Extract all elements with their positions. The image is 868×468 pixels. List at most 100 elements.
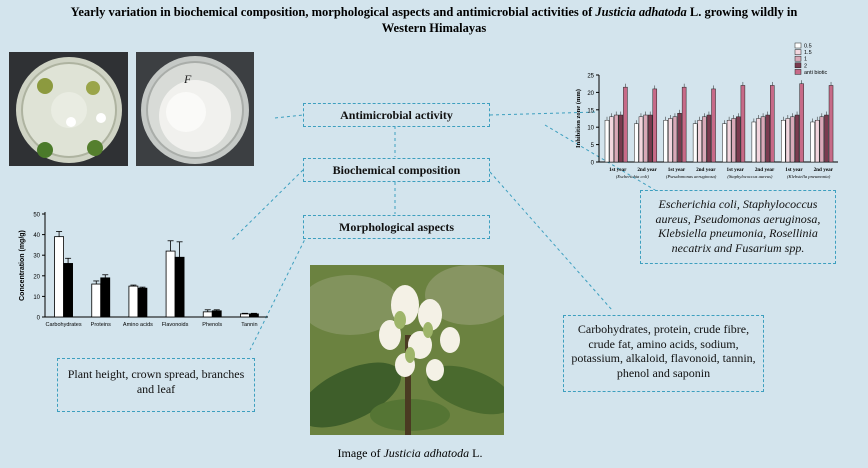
page-title: Yearly variation in biochemical composit… xyxy=(0,4,868,36)
title-line2: Western Himalayas xyxy=(381,21,487,35)
y-tick-label: 5 xyxy=(591,143,595,149)
bar xyxy=(618,114,624,163)
y-tick-label: 0 xyxy=(37,316,41,322)
bar xyxy=(613,114,619,163)
legend-label: 2 xyxy=(804,63,807,69)
bar xyxy=(668,118,673,163)
y-tick-label: 10 xyxy=(587,126,594,132)
organism-label: (Staphylococcus aureus) xyxy=(727,174,773,179)
bar xyxy=(652,88,658,163)
caption-species: Justicia adhatoda xyxy=(383,446,470,460)
caption-suffix: L. xyxy=(469,446,483,460)
legend-swatch xyxy=(794,49,802,55)
organism-label: (Escherichia coli) xyxy=(616,174,650,179)
x-tick-label: 2nd year xyxy=(755,167,775,173)
petri-dish-photo-bacterial xyxy=(9,52,128,166)
bar xyxy=(609,116,614,163)
organism-label: (Klebsiella pneumonia) xyxy=(787,174,831,179)
x-tick-label: Tannin xyxy=(241,322,257,328)
y-axis-label: Concentration (mg/g) xyxy=(19,230,26,301)
title-line1: Yearly variation in biochemical composit… xyxy=(70,5,593,19)
bar xyxy=(706,114,712,163)
bar xyxy=(760,116,766,163)
petri-dish-photo-fungal: F xyxy=(136,52,254,166)
x-tick-label: 2nd year xyxy=(696,167,716,173)
x-tick-label: Amino acids xyxy=(123,322,153,328)
y-tick-label: 20 xyxy=(587,91,594,97)
title-species: Justicia adhatoda xyxy=(595,5,687,19)
bar xyxy=(736,116,741,163)
bar xyxy=(647,114,653,163)
bar xyxy=(810,121,815,163)
bar xyxy=(702,116,707,163)
bar xyxy=(663,119,668,163)
x-tick-label: Carbohydrates xyxy=(46,322,82,328)
plant-photo xyxy=(310,265,504,435)
bar xyxy=(785,118,791,163)
bar xyxy=(604,119,610,163)
legend-label: anti biotic xyxy=(804,70,827,76)
microbes-box: Escherichia coli, Staphylococcus aureus,… xyxy=(640,190,836,264)
y-tick-label: 40 xyxy=(33,233,40,239)
y-tick-label: 15 xyxy=(587,108,594,114)
y-axis-label: Inhibition zone (mm) xyxy=(575,89,582,148)
category-biochemical: Biochemical composition xyxy=(303,158,490,182)
bar xyxy=(672,116,678,163)
x-tick-label: Proteins xyxy=(91,322,111,328)
y-tick-label: 25 xyxy=(587,74,594,80)
bar xyxy=(731,118,736,163)
bar xyxy=(828,85,834,163)
x-tick-label: Flavonoids xyxy=(162,322,189,328)
bar xyxy=(638,116,644,163)
bar xyxy=(799,83,804,163)
bar xyxy=(643,114,648,163)
bar xyxy=(751,121,757,163)
morph-box: Plant height, crown spread, branches and… xyxy=(57,358,255,412)
category-morphological: Morphological aspects xyxy=(303,215,490,239)
bar xyxy=(677,113,682,163)
legend-swatch xyxy=(794,42,802,49)
organism-label: (Pseudomonas aeruginosa) xyxy=(666,174,717,179)
legend-label: 1.5 xyxy=(804,50,812,56)
bar xyxy=(814,119,820,163)
bar xyxy=(711,88,716,163)
bar xyxy=(726,119,732,163)
bar xyxy=(692,123,698,163)
legend-swatch xyxy=(794,62,802,69)
x-tick-label: 1st year xyxy=(785,167,803,173)
x-tick-label: 1st year xyxy=(726,167,744,173)
x-tick-label: 2nd year xyxy=(814,167,834,173)
legend-swatch xyxy=(794,55,802,62)
y-tick-label: 10 xyxy=(33,295,40,301)
bar xyxy=(634,123,639,163)
bar xyxy=(756,118,761,163)
legend-label: 0.5 xyxy=(804,44,812,50)
legend-swatch xyxy=(794,69,802,75)
biochem-box: Carbohydrates, protein, crude fibre, cru… xyxy=(563,315,764,392)
x-tick-label: 2nd year xyxy=(637,167,657,173)
y-tick-label: 50 xyxy=(33,213,40,219)
bar xyxy=(697,119,702,163)
caption-prefix: Image of xyxy=(337,446,384,460)
plant-caption: Image of Justicia adhatoda L. xyxy=(300,446,520,461)
legend-label: 1 xyxy=(804,57,807,63)
bar xyxy=(765,114,770,163)
bar xyxy=(819,116,825,163)
bar xyxy=(781,119,786,163)
bar xyxy=(824,114,829,163)
bar xyxy=(770,85,775,163)
y-tick-label: 0 xyxy=(591,161,595,167)
x-tick-label: Phenols xyxy=(202,322,222,328)
x-tick-label: 1st year xyxy=(668,167,686,173)
y-tick-label: 30 xyxy=(33,254,40,260)
bar xyxy=(740,85,746,163)
category-antimicrobial: Antimicrobial activity xyxy=(303,103,490,127)
bar xyxy=(794,114,800,163)
bar xyxy=(790,116,795,163)
y-tick-label: 20 xyxy=(33,274,40,280)
x-tick-label: 1st year xyxy=(609,167,627,173)
bar xyxy=(623,86,628,163)
